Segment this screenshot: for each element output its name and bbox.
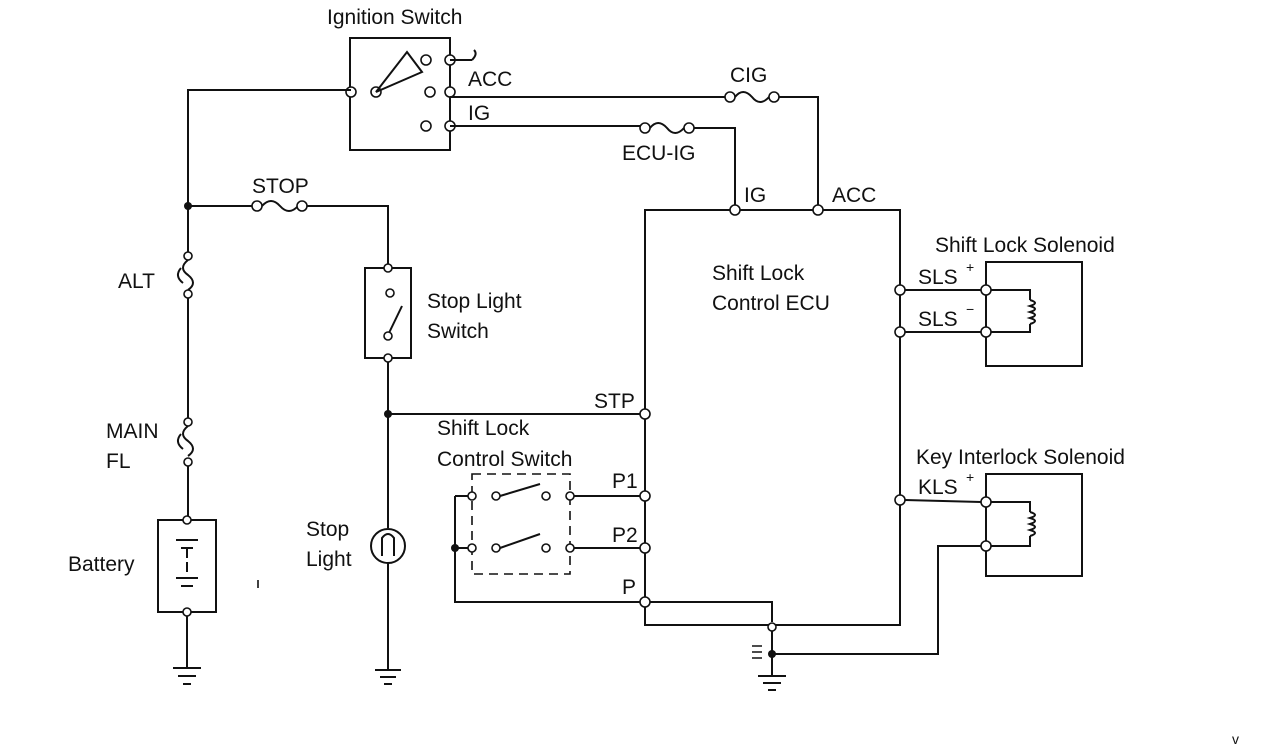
battery-feed-wire: [187, 89, 351, 252]
sls-plus-label: SLS: [918, 266, 958, 289]
key-interlock-solenoid: [980, 473, 1083, 577]
kls-plus-sup: +: [966, 469, 974, 485]
sls-minus-label: SLS: [918, 308, 958, 331]
connector-mark: [752, 645, 762, 659]
ecu-ig-fuse: [639, 122, 695, 134]
kls-plus-wire: [904, 499, 982, 503]
stp-pin-label: STP: [594, 390, 635, 413]
ground-icon: [173, 667, 201, 685]
stop-light-lamp-icon: [370, 528, 406, 564]
ground-icon: [375, 669, 401, 685]
sls-title: Shift Lock Solenoid: [935, 234, 1115, 257]
ignition-switch-label: Ignition Switch: [327, 6, 462, 29]
ecu-ig-label: ECU-IG: [622, 142, 696, 165]
ecu-label-1: Shift Lock: [712, 262, 805, 285]
stop-light-label-1: Stop: [306, 518, 349, 541]
stop-light-switch-label-1: Stop Light: [427, 290, 522, 313]
alt-fusible-link: [177, 251, 194, 299]
stop-light-switch: [364, 263, 412, 363]
shift-lock-solenoid: [980, 261, 1083, 367]
kls-plus-label: KLS: [918, 476, 958, 499]
acc-switch-label: ACC: [468, 68, 512, 91]
p2-pin-label: P2: [612, 524, 638, 547]
alt-label: ALT: [118, 270, 155, 293]
main-label: MAIN: [106, 420, 159, 443]
p-pin-label: P: [622, 576, 636, 599]
ecu-ig-pin-label: IG: [744, 184, 766, 207]
battery: [157, 515, 217, 617]
stop-light-label-2: Light: [306, 548, 352, 571]
stop-fuse-to-switch-wire: [307, 205, 389, 268]
ecu-acc-pin-label: ACC: [832, 184, 876, 207]
p1-pin-label: P1: [612, 470, 638, 493]
acc-to-ecu-wire: [779, 96, 819, 210]
ig-switch-label: IG: [468, 102, 490, 125]
main-fusible-link: [177, 417, 194, 467]
stop-light-switch-label-2: Switch: [427, 320, 489, 343]
fl-label: FL: [106, 450, 131, 473]
slcs-label-2: Control Switch: [437, 448, 572, 471]
battery-label: Battery: [68, 553, 135, 576]
kls-return-wire: [772, 545, 982, 655]
ig-to-ecu-wire: [694, 127, 736, 210]
shift-lock-control-switch: [451, 473, 640, 603]
stop-fuse: [251, 200, 308, 212]
p-to-ground-wire: [650, 601, 773, 622]
cig-label: CIG: [730, 64, 767, 87]
slcs-label-1: Shift Lock: [437, 417, 530, 440]
corner-mark: v: [1232, 731, 1239, 747]
ground-icon: [758, 675, 786, 691]
sls-minus-sup: −: [966, 301, 974, 317]
kls-title: Key Interlock Solenoid: [916, 446, 1125, 469]
ignition-switch: [345, 37, 477, 151]
cig-fuse: [724, 91, 780, 103]
ecu-label-2: Control ECU: [712, 292, 830, 315]
shift-lock-control-ecu: [639, 204, 906, 626]
stop-fuse-label: STOP: [252, 175, 309, 198]
sls-plus-sup: +: [966, 259, 974, 275]
